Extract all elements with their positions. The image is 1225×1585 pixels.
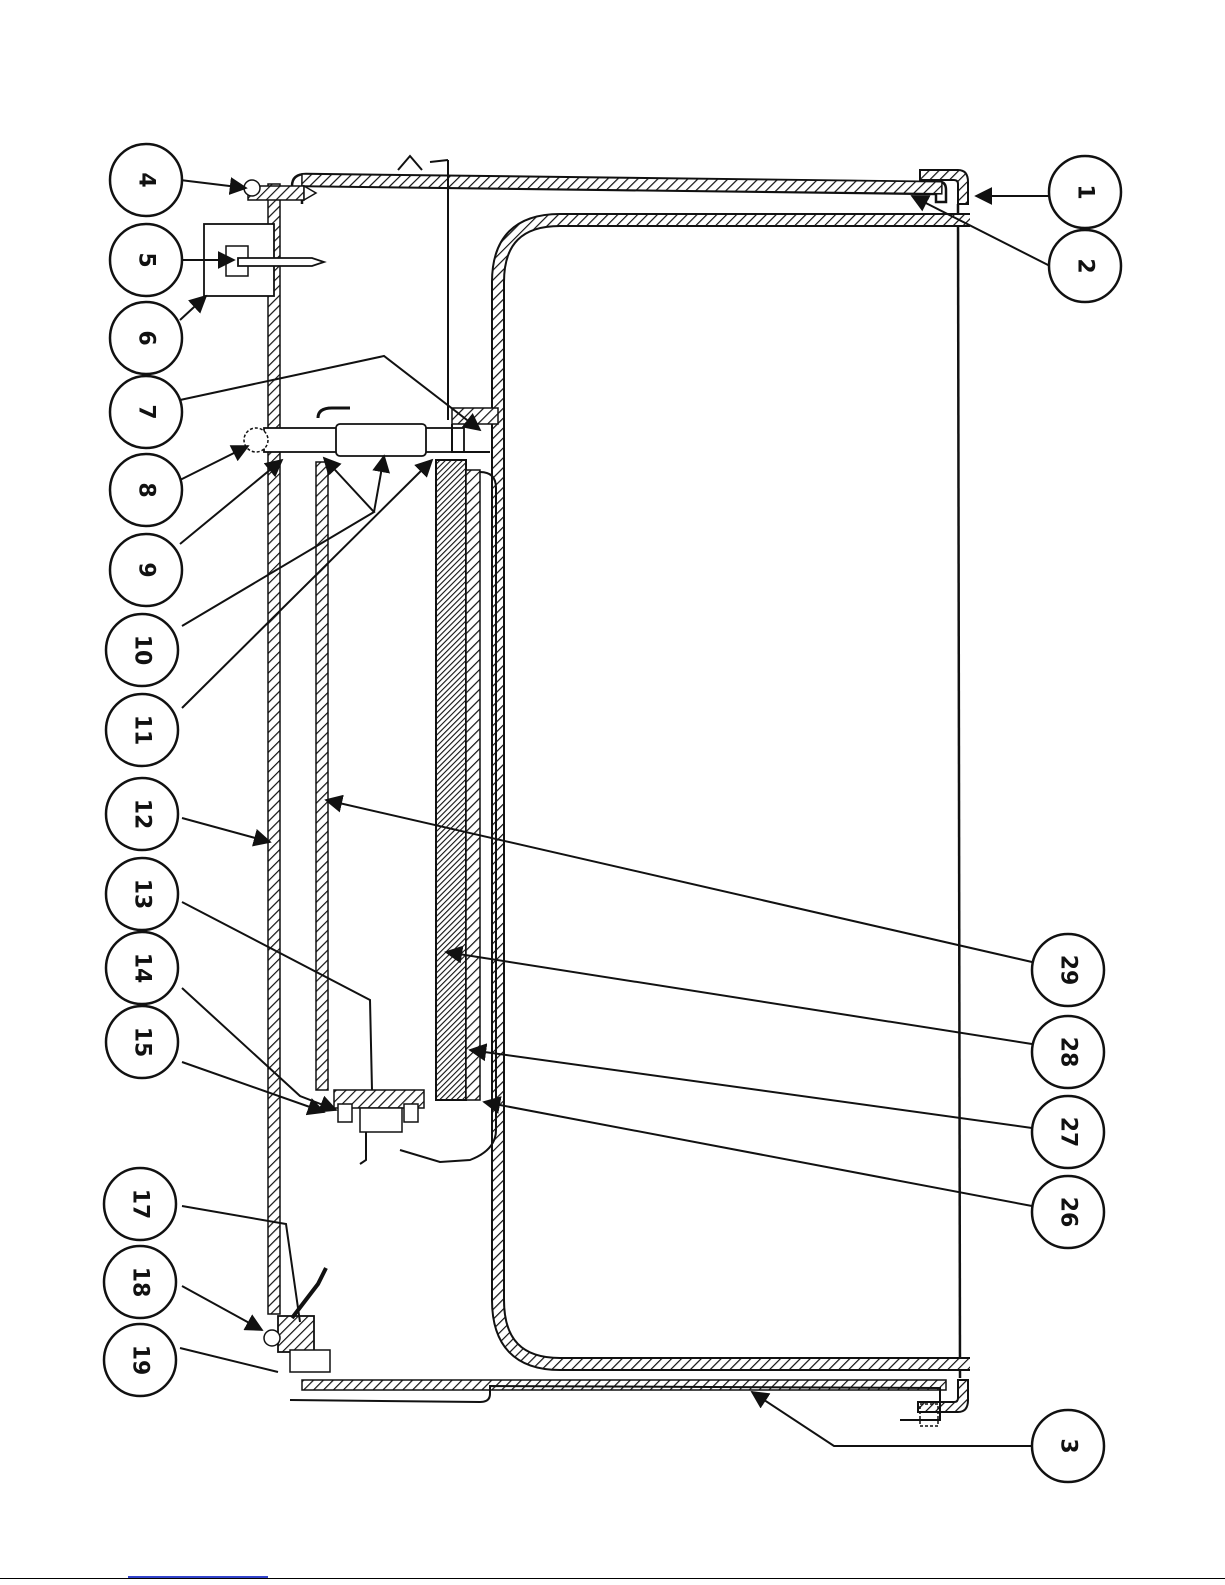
callout-5: 5 bbox=[110, 224, 182, 296]
callout-13: 13 bbox=[106, 858, 178, 930]
callout-4: 4 bbox=[110, 144, 182, 216]
callout-label: 10 bbox=[130, 635, 155, 666]
leader-7 bbox=[180, 356, 480, 430]
leader-28 bbox=[446, 952, 1032, 1044]
callout-18: 18 bbox=[104, 1246, 176, 1318]
callout-label: 5 bbox=[134, 252, 159, 267]
bottom-plate bbox=[290, 1350, 330, 1372]
inner-chamber-hatch bbox=[498, 220, 970, 1364]
mount-bolt-center bbox=[336, 424, 426, 456]
leader-lines bbox=[180, 156, 1052, 1446]
callout-label: 8 bbox=[134, 482, 159, 497]
callout-label: 27 bbox=[1056, 1117, 1081, 1148]
callout-label: 11 bbox=[130, 715, 155, 746]
mount-hook bbox=[318, 408, 350, 418]
callout-label: 29 bbox=[1056, 955, 1081, 986]
terminal-screw-a bbox=[338, 1104, 352, 1122]
terminal-screw-b bbox=[404, 1104, 418, 1122]
callout-12: 12 bbox=[106, 778, 178, 850]
top-bolt-tip bbox=[304, 186, 316, 200]
callout-label: 2 bbox=[1073, 258, 1098, 273]
callout-label: 6 bbox=[134, 330, 159, 345]
outer-panel-bar bbox=[268, 184, 280, 1314]
callout-label: 14 bbox=[130, 953, 155, 984]
callout-label: 9 bbox=[134, 562, 159, 577]
callout-6: 6 bbox=[110, 302, 182, 374]
callout-2: 2 bbox=[1049, 230, 1121, 302]
callout-label: 13 bbox=[130, 879, 155, 910]
leader-10b bbox=[374, 456, 384, 512]
callout-10: 10 bbox=[106, 614, 178, 686]
bottom-lever bbox=[292, 1268, 326, 1318]
leader-3 bbox=[752, 1392, 1032, 1446]
callout-14: 14 bbox=[106, 932, 178, 1004]
top-nut bbox=[244, 180, 260, 196]
callout-17: 17 bbox=[104, 1168, 176, 1240]
leader-6 bbox=[180, 296, 206, 320]
leader-12 bbox=[182, 818, 270, 842]
mount-bracket bbox=[452, 408, 498, 424]
footer-link-underline bbox=[128, 1576, 268, 1578]
callout-27: 27 bbox=[1032, 1096, 1104, 1168]
callout-19: 19 bbox=[104, 1324, 176, 1396]
callout-label: 15 bbox=[130, 1027, 155, 1058]
leader-11 bbox=[182, 460, 432, 708]
bottom-liner bbox=[290, 1386, 940, 1420]
callout-label: 3 bbox=[1056, 1438, 1081, 1453]
callout-7: 7 bbox=[110, 376, 182, 448]
terminal-lead bbox=[360, 1132, 366, 1164]
mount-nut bbox=[244, 428, 268, 452]
callout-3: 3 bbox=[1032, 1410, 1104, 1482]
inner-chamber bbox=[498, 220, 970, 1364]
pin bbox=[238, 258, 324, 266]
leader-15 bbox=[182, 1062, 324, 1112]
callout-label: 18 bbox=[128, 1267, 153, 1298]
callout-label: 19 bbox=[128, 1345, 153, 1376]
bottom-nut bbox=[264, 1330, 280, 1346]
top-bolt-assembly bbox=[204, 180, 324, 296]
callout-15: 15 bbox=[106, 1006, 178, 1078]
callout-label: 26 bbox=[1056, 1197, 1081, 1228]
inner-panel-bar bbox=[316, 462, 328, 1090]
left-panels bbox=[268, 184, 328, 1314]
callout-label: 17 bbox=[128, 1189, 153, 1220]
callout-9: 9 bbox=[110, 534, 182, 606]
outer-housing bbox=[290, 170, 968, 1426]
callout-8: 8 bbox=[110, 454, 182, 526]
terminal-housing bbox=[360, 1108, 402, 1132]
callout-26: 26 bbox=[1032, 1176, 1104, 1248]
section-mark-a-arrow bbox=[398, 156, 448, 170]
callout-label: 4 bbox=[134, 172, 159, 187]
callout-1: 1 bbox=[1049, 156, 1121, 228]
footer-rule bbox=[0, 1578, 1225, 1579]
callouts: 12345678910111213141517181926272829 bbox=[104, 144, 1121, 1482]
heating-element-sheath bbox=[466, 470, 480, 1100]
leader-14 bbox=[182, 988, 336, 1110]
leader-17 bbox=[182, 1206, 300, 1322]
heating-element-core bbox=[436, 460, 466, 1100]
leader-19 bbox=[180, 1348, 278, 1372]
bottom-block bbox=[278, 1316, 314, 1352]
leader-29 bbox=[326, 800, 1032, 962]
callout-label: 28 bbox=[1056, 1037, 1081, 1068]
outer-shell-right-wall bbox=[958, 204, 960, 1378]
callout-label: 7 bbox=[134, 404, 159, 419]
inner-chamber-outline bbox=[498, 220, 970, 1364]
leader-4 bbox=[180, 180, 246, 188]
callout-29: 29 bbox=[1032, 934, 1104, 1006]
leader-18 bbox=[182, 1286, 262, 1330]
callout-28: 28 bbox=[1032, 1016, 1104, 1088]
heating-element bbox=[400, 460, 496, 1162]
leader-2 bbox=[912, 196, 1050, 266]
callout-11: 11 bbox=[106, 694, 178, 766]
leader-8 bbox=[180, 446, 248, 480]
callout-label: 1 bbox=[1073, 184, 1098, 199]
callout-label: 12 bbox=[130, 799, 155, 830]
